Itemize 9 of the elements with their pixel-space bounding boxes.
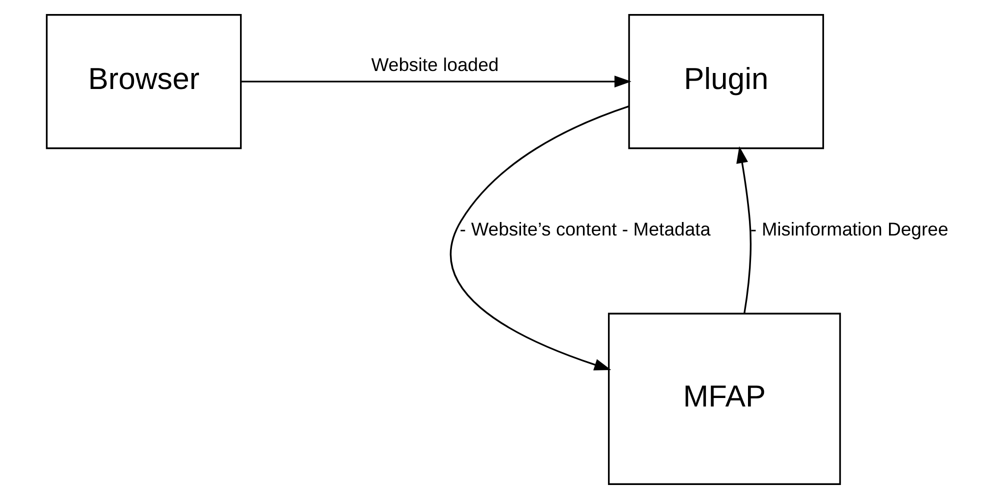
edge-label: - Misinformation Degree xyxy=(750,218,948,240)
arrow xyxy=(736,146,752,314)
edge-label: - Website’s content - Metadata xyxy=(460,218,711,240)
node-box: Plugin xyxy=(628,14,824,150)
arrow xyxy=(241,76,632,88)
arrow xyxy=(450,106,630,370)
edge-label: Website loaded xyxy=(371,54,499,76)
node-box: Browser xyxy=(46,14,242,150)
node-box: MFAP xyxy=(608,312,841,485)
